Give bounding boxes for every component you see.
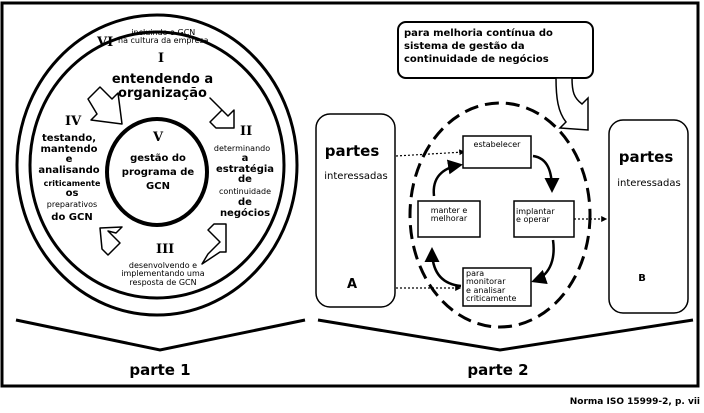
step-implement-label: implantar e operar <box>516 207 555 225</box>
phase-i-numeral: I <box>158 51 165 66</box>
callout-curved-arrow <box>555 77 589 131</box>
cycle-arrow-monitor-to-maintain <box>424 247 462 288</box>
cycle-arrows <box>424 154 560 288</box>
block-arrow-bottom-left <box>99 226 123 256</box>
step-maintain-label: manter e melhorar <box>430 206 468 224</box>
stakeholders-b-sub: interessadas <box>617 178 681 189</box>
phase-iii-numeral: III <box>156 242 175 257</box>
phase-iv-label-b: criticamente <box>43 179 101 188</box>
block-arrows <box>87 86 235 265</box>
step-establish-box <box>462 135 532 169</box>
phase-ii-label-c: continuidade <box>218 187 272 196</box>
stakeholders-b-title: partes <box>618 148 674 166</box>
phase-ii-label-b: a estratégia de <box>215 153 275 185</box>
cycle-dashed-ellipse <box>408 101 592 329</box>
stakeholders-a-letter: A <box>346 277 358 292</box>
stakeholders-a-sub: interessadas <box>324 171 388 182</box>
input-arrow-top <box>395 149 466 157</box>
part1-brace <box>15 318 306 352</box>
middle-ring <box>28 30 286 300</box>
step-monitor-box <box>462 267 532 307</box>
cycle-arrow-establish-to-implement <box>532 154 560 193</box>
outer-ring <box>15 13 299 317</box>
phase-iii-label: desenvolvendo e implementando uma respos… <box>121 261 205 287</box>
phase-iv-numeral: IV <box>65 114 82 129</box>
phase-iv-label-c: os <box>65 188 79 199</box>
center-numeral: V <box>153 130 164 145</box>
stakeholders-b-box <box>608 119 689 314</box>
phase-i-label: entendendo a organização <box>111 72 214 101</box>
stakeholders-a-title: partes <box>324 142 380 160</box>
block-arrow-bottom-right <box>201 223 227 265</box>
callout-text: para melhoria contínua do sistema de ges… <box>404 28 553 65</box>
cycle-arrow-maintain-to-establish <box>432 159 463 197</box>
phase-ii-numeral: II <box>240 124 253 139</box>
part1-circle-model <box>15 13 306 352</box>
phase-ii-label-d: de negócios <box>219 197 271 219</box>
block-arrow-top-left <box>87 86 123 125</box>
phase-iv-label-e: do GCN <box>51 212 93 223</box>
phase-iv-label-a: testando, mantendo e analisando <box>38 133 100 176</box>
step-maintain-box <box>417 200 481 238</box>
part2-brace <box>317 318 694 352</box>
phase-vi-numeral: VI <box>97 35 114 50</box>
source-citation: Norma ISO 15999-2, p. vii <box>569 397 700 407</box>
phase-vi-label: incluindo a GCN na cultura da empresa <box>118 28 209 46</box>
part2-pdca-model <box>315 21 694 352</box>
stakeholders-a-box <box>315 113 396 308</box>
callout-box <box>397 21 594 79</box>
block-arrow-top-right <box>209 97 235 129</box>
inner-circle <box>105 117 209 227</box>
center-label: gestão do programa de GCN <box>121 153 195 192</box>
part2-caption: parte 2 <box>467 361 529 379</box>
part1-caption: parte 1 <box>129 361 191 379</box>
phase-ii-label-a: determinando <box>213 144 271 153</box>
step-monitor-label: para monitorar e analisar criticamente <box>466 269 517 304</box>
cycle-arrow-implement-to-monitor <box>531 239 555 285</box>
stakeholders-b-letter: B <box>638 273 646 284</box>
step-implement-box <box>513 200 575 238</box>
phase-iv-label-d: preparativos <box>46 200 98 209</box>
step-establish-label: estabelecer <box>473 140 521 149</box>
